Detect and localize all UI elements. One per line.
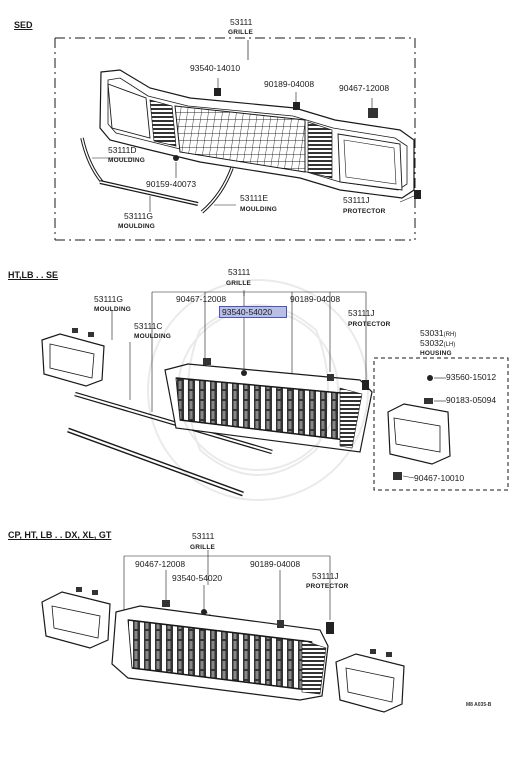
ht-grille-desc: GRILLE — [226, 280, 252, 287]
cp-grille — [111, 605, 329, 701]
ht-protector-desc: PROTECTOR — [348, 321, 391, 328]
sed-protector-desc: PROTECTOR — [343, 208, 386, 215]
cp-grille-number[interactable]: 53111 — [192, 531, 215, 541]
cp-clip-b-number[interactable]: 90467-12008 — [135, 559, 186, 569]
ht-housing-rh-number[interactable]: 53031(RH) — [420, 328, 457, 339]
sed-moulding-e-number[interactable]: 53111E — [240, 193, 269, 203]
highlight-box — [219, 306, 287, 318]
ht-left-housing — [41, 328, 105, 387]
ht-grille-number[interactable]: 53111 — [228, 267, 251, 277]
sed-section — [54, 37, 421, 241]
ht-housing-screw-number[interactable]: 93560-15012 — [446, 372, 497, 382]
cp-clip-number[interactable]: 93540-54020 — [172, 573, 223, 583]
section-ht-lb-se: HT,LB . . SE — [8, 270, 59, 280]
cp-protector — [326, 622, 334, 634]
sed-moulding-g-number[interactable]: 53111G — [124, 211, 153, 221]
ht-housing-clip-number[interactable]: 90467-10010 — [414, 473, 465, 483]
sed-moulding-e — [200, 167, 234, 214]
ht-housing-nut-number[interactable]: 90183-05094 — [446, 395, 497, 405]
sed-clip-a-number[interactable]: 93540-14010 — [190, 63, 241, 73]
sed-clip-b-number[interactable]: 90467-12008 — [339, 83, 390, 93]
ht-lb-se-section — [41, 290, 509, 497]
ht-clip-highlight — [241, 370, 247, 376]
sed-nut-a-number[interactable]: 90189-04008 — [264, 79, 315, 89]
sed-moulding-g-desc: MOULDING — [118, 223, 155, 230]
sed-grille-desc: GRILLE — [228, 29, 254, 36]
ht-protector-number[interactable]: 53111J — [348, 308, 375, 318]
sed-moulding-d-number[interactable]: 53111D — [108, 145, 137, 155]
sed-nut-a — [293, 102, 300, 110]
sed-clip-b — [368, 108, 378, 118]
sed-grille-number[interactable]: 53111 — [230, 17, 253, 27]
cp-left-housing — [41, 587, 111, 649]
sed-grille — [99, 69, 415, 199]
sed-screw-number[interactable]: 90159-40073 — [146, 179, 197, 189]
ht-clip-highlight-number[interactable]: 93540-54020 — [222, 307, 273, 317]
ht-grille — [164, 363, 373, 453]
ht-protector — [362, 380, 369, 390]
section-sed: SED — [14, 20, 33, 30]
cp-clip — [201, 609, 207, 615]
sed-moulding-e-desc: MOULDING — [240, 206, 277, 213]
cp-grille-desc: GRILLE — [190, 544, 216, 551]
sed-screw — [173, 155, 179, 161]
ht-housing-desc: HOUSING — [420, 350, 452, 357]
ht-clip-b — [203, 358, 211, 365]
cp-nut — [277, 620, 284, 628]
ht-moulding-c-desc: MOULDING — [134, 333, 171, 340]
sed-moulding-d — [80, 137, 104, 184]
diagram-code: M8 A035-B — [466, 702, 492, 708]
sed-protector-number[interactable]: 53111J — [343, 195, 370, 205]
sed-moulding-d-desc: MOULDING — [108, 157, 145, 164]
cp-section — [41, 550, 405, 713]
sed-protector — [414, 190, 421, 199]
ht-moulding-c-number[interactable]: 53111C — [134, 321, 163, 331]
ht-moulding-g-number[interactable]: 53111G — [94, 294, 123, 304]
ht-clip-b-number[interactable]: 90467-12008 — [176, 294, 227, 304]
sed-clip-a — [214, 88, 221, 96]
cp-right-housing — [335, 649, 405, 713]
section-cp-ht-lb: CP, HT, LB . . DX, XL, GT — [8, 530, 112, 540]
ht-nut-number[interactable]: 90189-04008 — [290, 294, 341, 304]
cp-nut-number[interactable]: 90189-04008 — [250, 559, 301, 569]
ht-moulding-g-desc: MOULDING — [94, 306, 131, 313]
ht-housing-lh-number[interactable]: 53032(LH) — [420, 338, 456, 349]
ht-nut — [327, 374, 334, 381]
ht-housing-box — [373, 357, 509, 491]
cp-clip-b — [162, 600, 170, 607]
cp-protector-desc: PROTECTOR — [306, 583, 349, 590]
cp-protector-number[interactable]: 53111J — [312, 571, 339, 581]
